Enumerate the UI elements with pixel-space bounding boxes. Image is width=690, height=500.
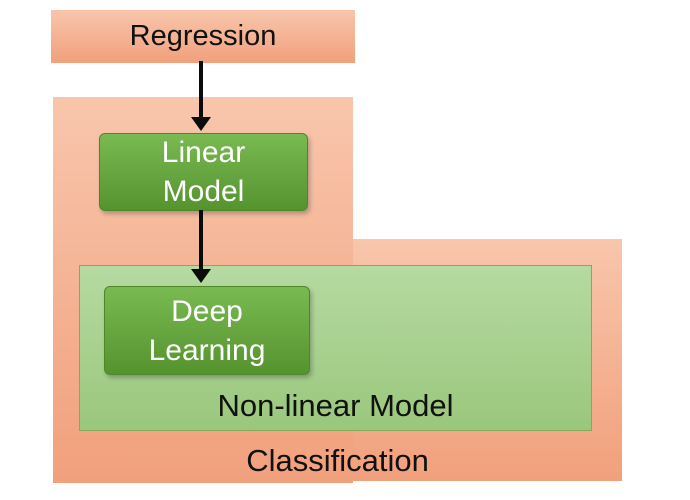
arrow-down-icon: [191, 269, 211, 283]
linear-model-label-line2: Model: [162, 175, 245, 208]
classification-label: Classification: [246, 443, 429, 478]
linear-model-label-line1: Linear: [161, 136, 246, 169]
node-deep-learning: Deep Learning: [104, 286, 310, 375]
node-regression: Regression: [51, 10, 355, 63]
nonlinear-model-label: Non-linear Model: [217, 388, 454, 423]
arrow-linear-to-deep-shaft: [199, 210, 203, 270]
regression-label: Regression: [129, 20, 277, 52]
deep-learning-label-line2: Learning: [148, 333, 266, 367]
arrow-regression-to-linear-shaft: [199, 61, 203, 118]
deep-learning-label-line1: Deep: [171, 294, 243, 328]
arrow-down-icon: [191, 117, 211, 131]
node-linear-model: Linear Model: [99, 133, 308, 211]
